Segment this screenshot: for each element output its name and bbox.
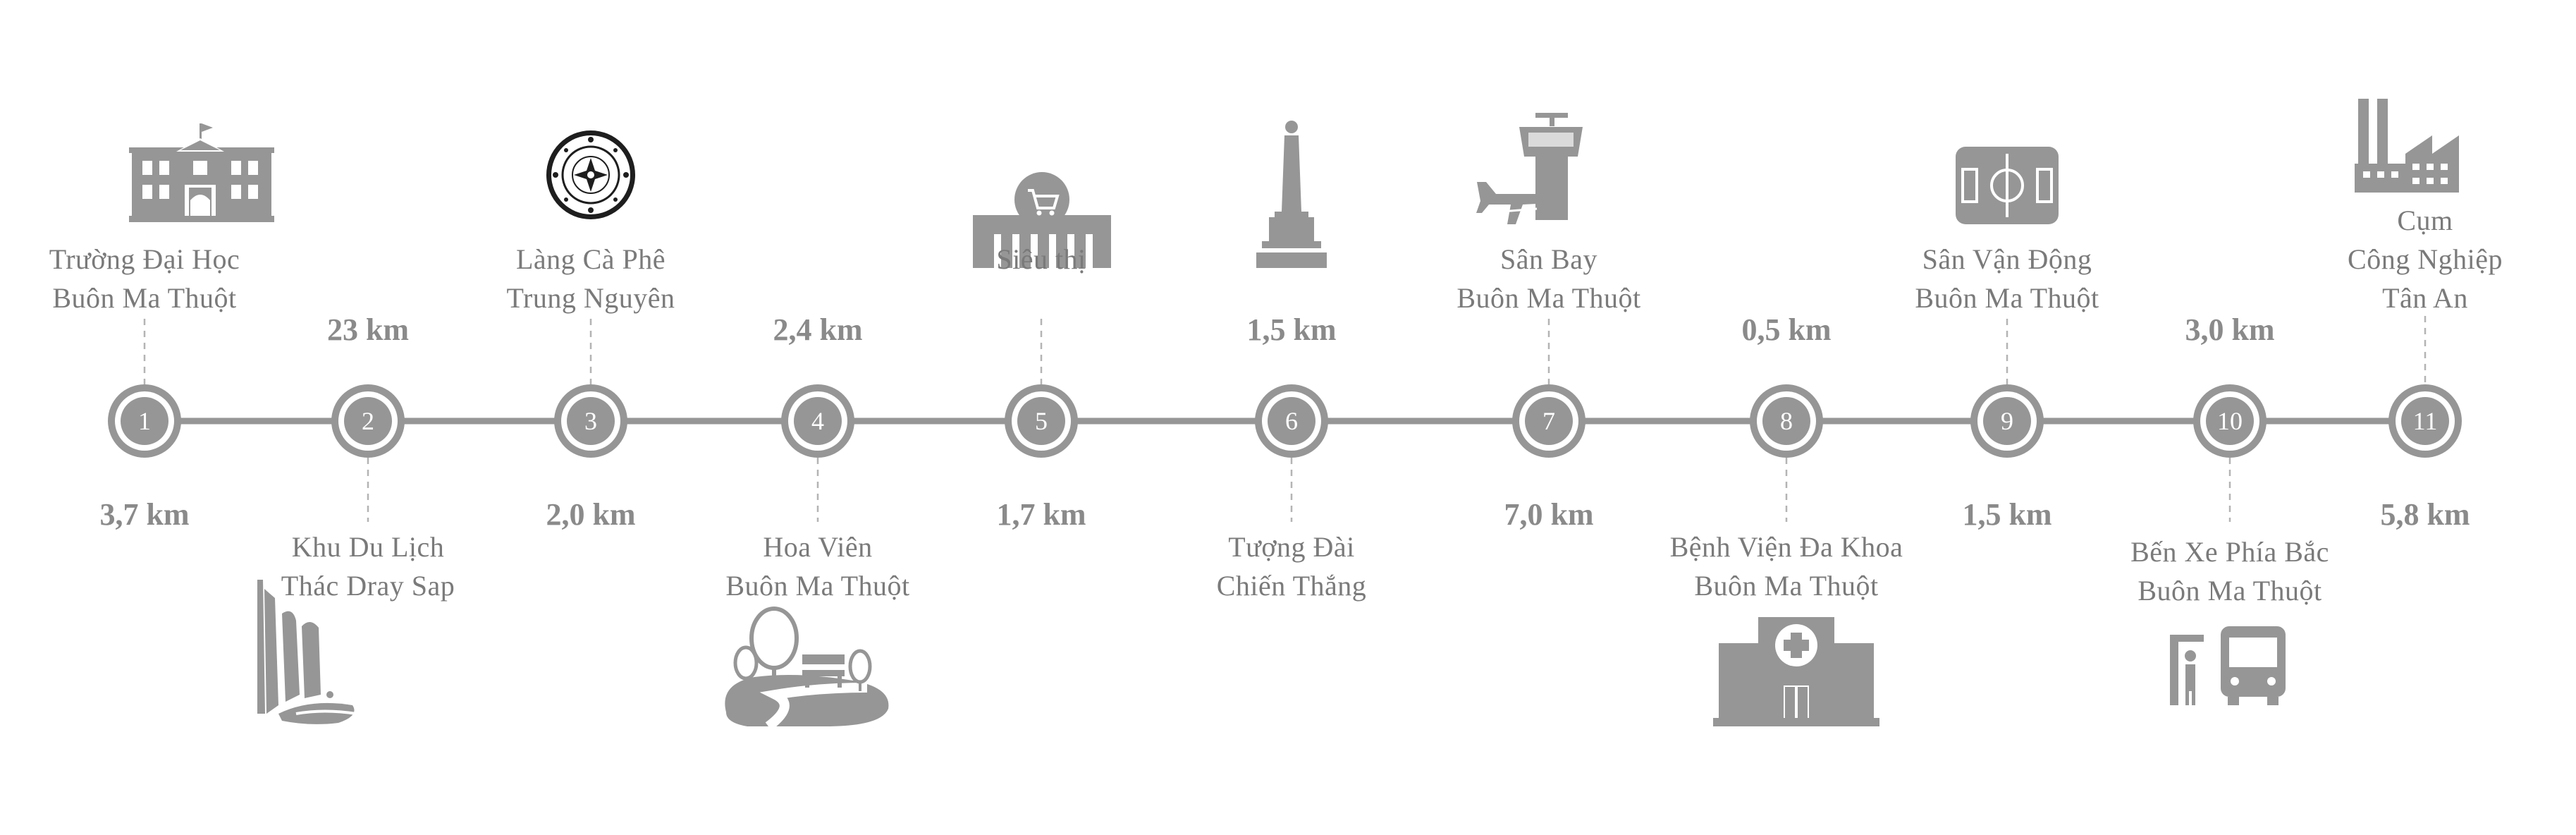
stop-label-line: Buôn Ma Thuột xyxy=(1694,570,1879,602)
distance-above-4: 0,5 km xyxy=(1741,312,1832,347)
supermarket-icon xyxy=(973,172,1111,268)
node-number-2: 2 xyxy=(362,407,374,435)
node-core-8 xyxy=(1762,397,1810,445)
stop-label-line: Buôn Ma Thuột xyxy=(1456,282,1641,314)
node-number-1: 1 xyxy=(138,407,151,435)
node-core-1 xyxy=(121,397,168,445)
node-number-5: 5 xyxy=(1035,407,1048,435)
node-core-6 xyxy=(1268,397,1315,445)
airport-tower-icon xyxy=(1476,113,1583,224)
node-number-7: 7 xyxy=(1542,407,1555,435)
stop-label-line: Trung Nguyên xyxy=(506,282,675,314)
node-core-10 xyxy=(2206,397,2254,445)
stop-label-line: Siêu thị xyxy=(996,243,1086,275)
node-number-4: 4 xyxy=(811,407,824,435)
stop-label-line: Sân Bay xyxy=(1500,243,1597,275)
distance-above-5: 3,0 km xyxy=(2185,312,2275,347)
waterfall-icon xyxy=(257,580,357,724)
node-number-3: 3 xyxy=(584,407,597,435)
coffee-village-logo-icon xyxy=(546,130,635,219)
node-number-10: 10 xyxy=(2217,407,2243,435)
node-core-3 xyxy=(567,397,615,445)
stop-label-line: Thác Dray Sap xyxy=(281,570,455,602)
stop-label-line: Chiến Thắng xyxy=(1216,570,1367,602)
distance-below-5: 1,5 km xyxy=(1962,497,2052,532)
stop-label-line: Công Nghiệp xyxy=(2348,243,2503,275)
stop-label-line: Làng Cà Phê xyxy=(515,243,666,275)
distance-below-1: 3,7 km xyxy=(99,497,190,532)
stop-label-line: Cụm xyxy=(2397,205,2453,236)
stop-label-line: Buôn Ma Thuột xyxy=(52,282,237,314)
stop-label-line: Hoa Viên xyxy=(763,531,873,563)
stop-label-line: Bến Xe Phía Bắc xyxy=(2130,536,2329,568)
distance-below-2: 2,0 km xyxy=(546,497,636,532)
node-core-4 xyxy=(794,397,842,445)
stop-label-line: Khu Du Lịch xyxy=(291,531,445,563)
stop-label-line: Bệnh Viện Đa Khoa xyxy=(1669,531,1903,563)
node-core-2 xyxy=(344,397,392,445)
stop-label-line: Trường Đại Học xyxy=(49,243,240,275)
node-number-9: 9 xyxy=(2001,407,2013,435)
university-building-icon xyxy=(129,123,274,222)
park-icon xyxy=(725,607,889,731)
stadium-field-icon xyxy=(1956,147,2059,224)
distance-below-6: 5,8 km xyxy=(2380,497,2470,532)
distance-above-1: 23 km xyxy=(326,312,410,347)
victory-monument-icon xyxy=(1256,121,1327,268)
stop-label-line: Buôn Ma Thuột xyxy=(725,570,910,602)
hospital-icon xyxy=(1713,617,1879,726)
distance-below-4: 7,0 km xyxy=(1504,497,1594,532)
stop-label-line: Sân Vận Động xyxy=(1922,243,2092,275)
stop-label-line: Tân An xyxy=(2382,282,2468,314)
distance-above-2: 2,4 km xyxy=(773,312,863,347)
distance-above-3: 1,5 km xyxy=(1246,312,1337,347)
node-number-8: 8 xyxy=(1780,407,1793,435)
stop-label-line: Buôn Ma Thuột xyxy=(1915,282,2099,314)
connector-lines xyxy=(143,316,2427,522)
node-core-9 xyxy=(1983,397,2031,445)
bus-station-icon xyxy=(2170,626,2286,705)
node-number-11: 11 xyxy=(2412,407,2438,435)
node-core-7 xyxy=(1525,397,1573,445)
node-core-11 xyxy=(2401,397,2449,445)
stop-label-5: Siêu thị xyxy=(996,240,1086,279)
node-number-6: 6 xyxy=(1285,407,1298,435)
node-core-5 xyxy=(1017,397,1065,445)
stop-label-line: Buôn Ma Thuột xyxy=(2138,575,2322,607)
stop-label-line: Tượng Đài xyxy=(1228,531,1355,563)
timeline-nodes xyxy=(108,384,2462,458)
factory-icon xyxy=(2355,99,2459,193)
distance-below-3: 1,7 km xyxy=(996,497,1086,532)
